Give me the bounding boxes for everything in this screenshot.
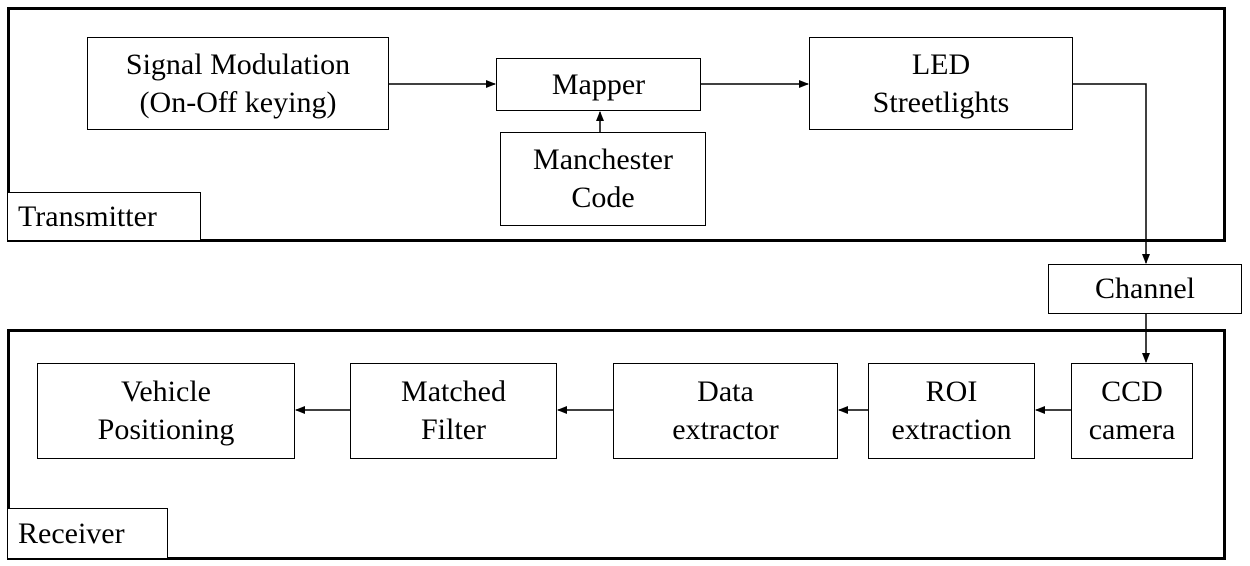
data-extractor-line-1: Data	[697, 375, 754, 408]
ccd-camera-block: CCD camera	[1071, 363, 1193, 459]
led-streetlights-line-1: LED	[911, 47, 971, 81]
signal-modulation-line-1: Signal Modulation	[125, 47, 351, 81]
roi-extraction-line-2: extraction	[891, 413, 1012, 446]
transmitter-label: Transmitter	[8, 192, 201, 240]
receiver-label: Receiver	[8, 508, 168, 558]
manchester-code-line-1: Manchester	[533, 143, 673, 176]
receiver-label-text: Receiver	[18, 516, 125, 550]
mapper-block: Mapper	[496, 58, 701, 111]
led-streetlights-line-2: Streetlights	[872, 85, 1010, 119]
matched-filter-line-1: Matched	[401, 375, 506, 408]
signal-modulation-block: Signal Modulation (On-Off keying)	[87, 37, 389, 130]
ccd-camera-line-2: camera	[1088, 413, 1176, 446]
arrow-led-to-channel	[1073, 83, 1150, 264]
matched-filter-line-2: Filter	[421, 413, 486, 446]
matched-filter-block: Matched Filter	[350, 363, 557, 459]
roi-extraction-line-1: ROI	[925, 375, 978, 408]
data-extractor-block: Data extractor	[613, 363, 838, 459]
manchester-code-block: Manchester Code	[500, 132, 706, 226]
ccd-camera-line-1: CCD	[1101, 375, 1163, 408]
roi-extraction-block: ROI extraction	[868, 363, 1035, 459]
manchester-code-line-2: Code	[571, 181, 635, 214]
channel-label: Channel	[1095, 272, 1195, 305]
transmitter-label-text: Transmitter	[18, 199, 157, 233]
vehicle-positioning-line-2: Positioning	[97, 413, 235, 446]
vehicle-positioning-line-1: Vehicle	[121, 375, 211, 408]
mapper-label: Mapper	[551, 67, 646, 101]
signal-modulation-line-2: (On-Off keying)	[139, 85, 337, 119]
transmitter-section	[7, 7, 1226, 242]
channel-block: Channel	[1048, 264, 1242, 314]
led-streetlights-block: LED Streetlights	[809, 37, 1073, 130]
vehicle-positioning-block: Vehicle Positioning	[37, 363, 295, 459]
receiver-section	[7, 329, 1226, 560]
data-extractor-line-2: extractor	[672, 413, 779, 446]
